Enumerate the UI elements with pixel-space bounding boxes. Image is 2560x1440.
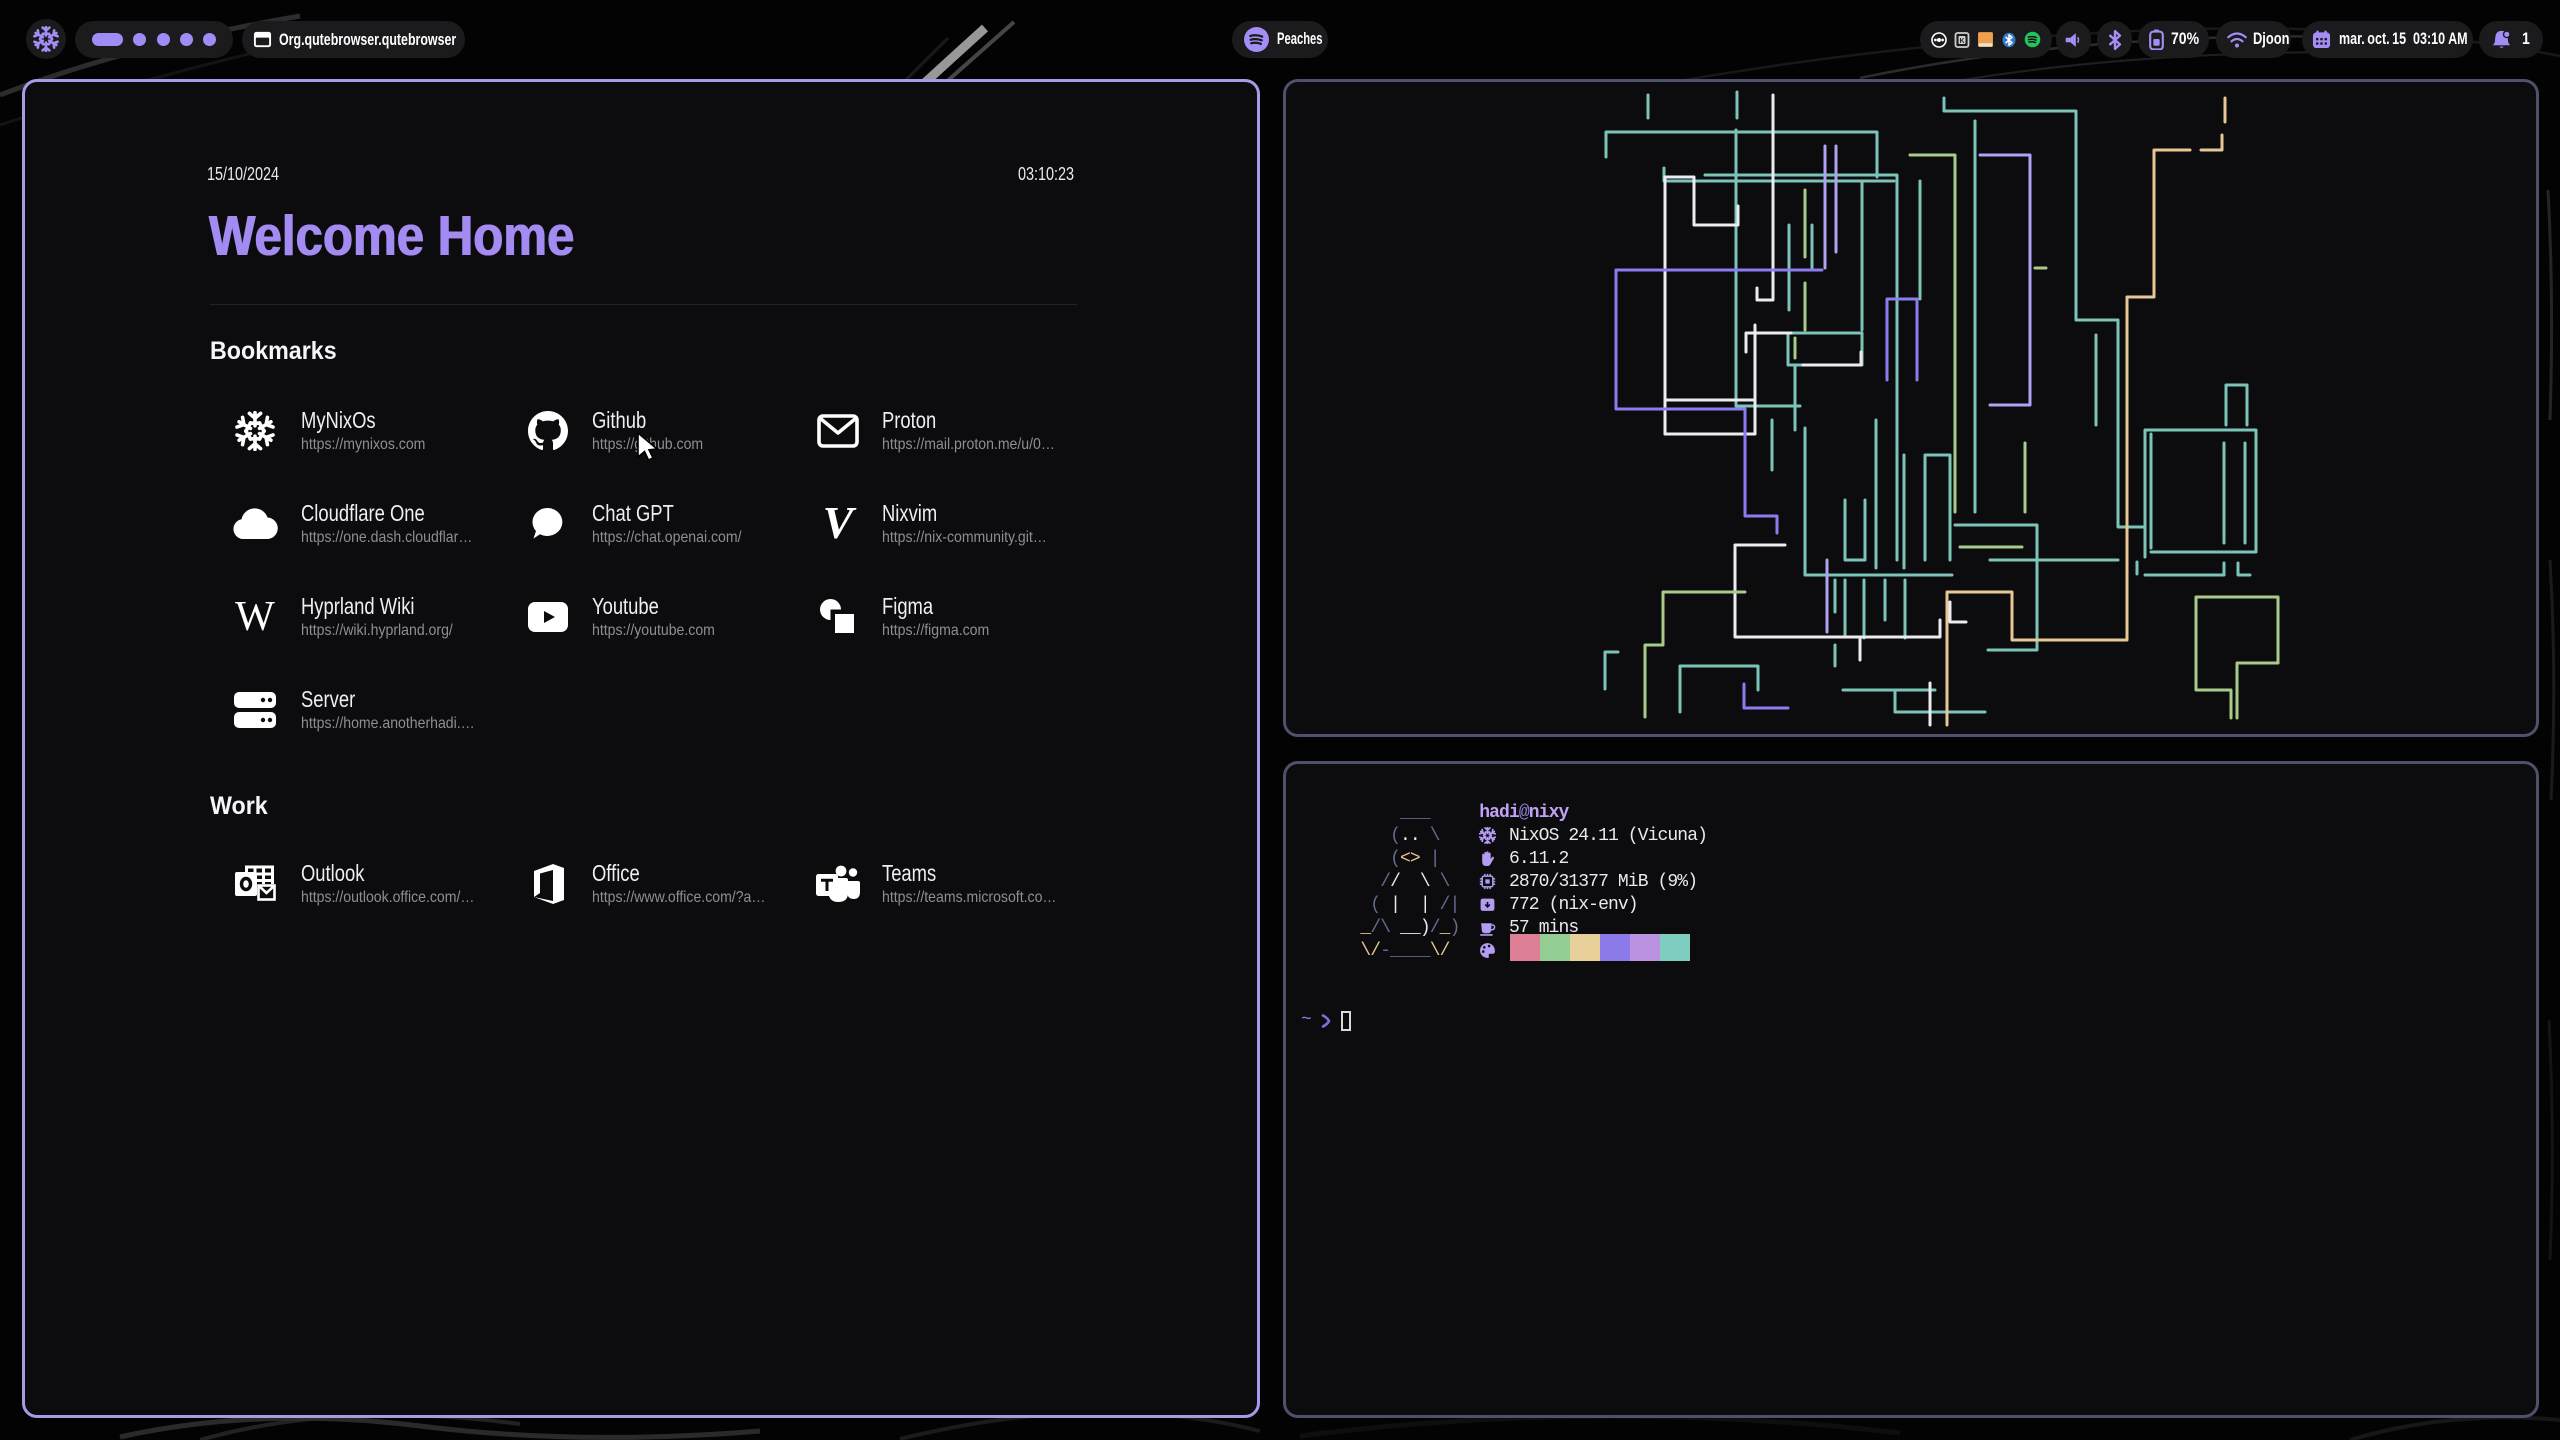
- svg-text:W: W: [235, 596, 275, 638]
- svg-text:K: K: [1959, 37, 1964, 44]
- svg-text:V: V: [823, 504, 857, 544]
